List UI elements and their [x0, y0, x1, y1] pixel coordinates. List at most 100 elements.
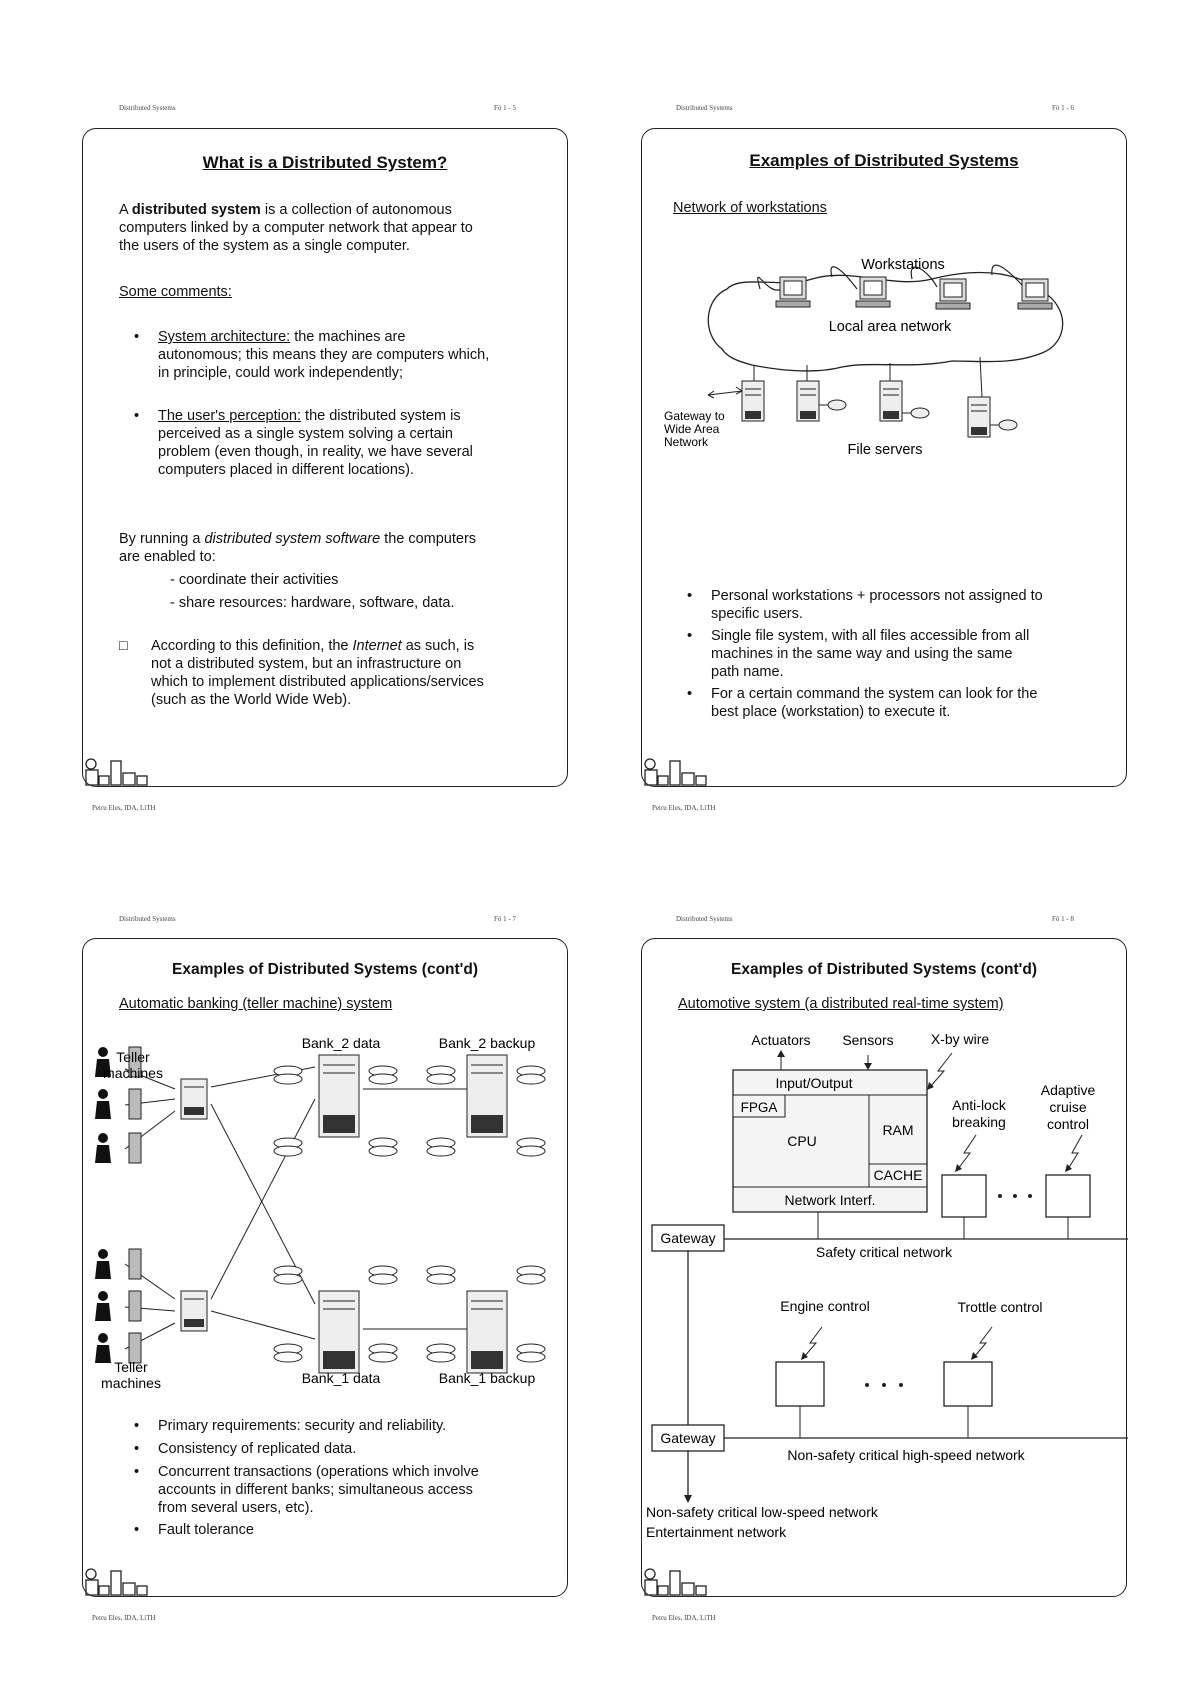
lowspeed-network-label: Non-safety critical low-speed network	[646, 1504, 879, 1520]
io-label: Input/Output	[775, 1075, 852, 1091]
slide1-title: What is a Distributed System?	[202, 153, 448, 172]
automotive-diagram: Actuators Sensors X-by wire Input/Output…	[646, 1031, 1128, 1540]
bank1-backup-server-icon	[466, 1290, 508, 1374]
slide2-bullet: •Single file system, with all files acce…	[687, 628, 1030, 680]
page4-header-right: Fö 1 - 8	[1052, 915, 1074, 923]
cpu-label: CPU	[787, 1133, 817, 1149]
running-software-line2: are enabled to:	[119, 549, 216, 565]
bank1-backup-label: Bank_1 backup	[439, 1370, 536, 1386]
slide2-bullet: •Personal workstations + processors not …	[687, 588, 1043, 622]
teller-bottom-label-line2: machines	[101, 1375, 161, 1391]
slide-examples-banking: Examples of Distributed Systems (cont'd)…	[82, 938, 568, 1597]
sensors-label: Sensors	[842, 1032, 893, 1048]
slide3-subtitle: Automatic banking (teller machine) syste…	[119, 996, 393, 1012]
page3-header-right: Fö 1 - 7	[494, 915, 516, 923]
page1-header-right: Fö 1 - 5	[494, 104, 516, 112]
teller-icon	[95, 1290, 142, 1322]
gateway2-label: Gateway	[660, 1430, 715, 1446]
workstation-icon	[855, 276, 891, 308]
teller-icon	[95, 1332, 142, 1364]
server-icon	[796, 380, 820, 422]
gateway-label-line2: Wide Area	[664, 422, 720, 436]
lith-logo	[85, 1568, 148, 1596]
workstation-icon	[1017, 278, 1053, 310]
gateway-label-line3: Network	[664, 435, 709, 449]
page3-footer: Petru Eles, IDA, LiTH	[92, 1614, 156, 1622]
trottle-control-label: Trottle control	[957, 1299, 1042, 1315]
slide-examples-workstations: Examples of Distributed Systems Network …	[641, 128, 1127, 787]
bank2-backup-label: Bank_2 backup	[439, 1035, 536, 1051]
slide-what-is-distributed-system: What is a Distributed System? A distribu…	[82, 128, 568, 787]
gateway1-box	[651, 1224, 725, 1252]
acc-label-line1: Adaptive	[1041, 1082, 1096, 1098]
ecu-block	[732, 1069, 928, 1213]
teller-icon	[95, 1132, 142, 1164]
cache-label: CACHE	[873, 1167, 922, 1183]
slide2-subtitle: Network of workstations	[673, 200, 827, 216]
lith-logo	[644, 1568, 707, 1596]
note-marker: □	[119, 638, 128, 654]
bullet-user-perception: •The user's perception: the distributed …	[134, 408, 473, 478]
slide-examples-automotive: Examples of Distributed Systems (cont'd)…	[641, 938, 1128, 1597]
trottle-node	[943, 1361, 993, 1407]
slide2-title: Examples of Distributed Systems	[749, 151, 1019, 170]
slide3-bullet: •Consistency of replicated data.	[134, 1441, 357, 1457]
slide4-subtitle: Automotive system (a distributed real-ti…	[678, 996, 1004, 1012]
lan-label: Local area network	[829, 319, 952, 335]
lith-logo	[85, 758, 148, 786]
fpga-label: FPGA	[741, 1100, 778, 1115]
slide3-bullet: •Concurrent transactions (operations whi…	[134, 1464, 479, 1516]
bank1-data-server-icon	[318, 1290, 360, 1374]
cruise-node	[1045, 1174, 1091, 1218]
server-icon	[741, 380, 765, 422]
teller-bottom-label-line1: Teller	[114, 1359, 148, 1375]
engine-node	[775, 1361, 825, 1407]
gateway-label-line1: Gateway to	[664, 409, 725, 423]
server-icon	[879, 380, 903, 422]
workstation-network-diagram: Workstations Local area network Gateway …	[664, 257, 1064, 458]
entertainment-network-label: Entertainment network	[646, 1524, 787, 1540]
page2-header-left: Distributed Systems	[676, 104, 733, 112]
teller-icon	[95, 1046, 142, 1078]
acc-label-line3: control	[1047, 1116, 1089, 1132]
ram-label: RAM	[882, 1122, 913, 1138]
banking-diagram: Bank_2 data Bank_2 backup Bank_1 data Ba…	[95, 1035, 546, 1391]
enabled-item: - share resources: hardware, software, d…	[170, 595, 455, 611]
page2-header-right: Fö 1 - 6	[1052, 104, 1074, 112]
xbywire-label: X-by wire	[931, 1031, 990, 1047]
antilock-label-line1: Anti-lock	[952, 1097, 1007, 1113]
slide4-title: Examples of Distributed Systems (cont'd)	[731, 961, 1037, 978]
page1-footer: Petru Eles, IDA, LiTH	[92, 804, 156, 812]
note-text: According to this definition, the Intern…	[151, 638, 484, 708]
slide3-bullet: •Primary requirements: security and reli…	[134, 1418, 447, 1434]
acc-label-line2: cruise	[1049, 1099, 1087, 1115]
safety-network-label: Safety critical network	[816, 1244, 953, 1260]
highspeed-network-label: Non-safety critical high-speed network	[787, 1447, 1025, 1463]
server-icon	[967, 396, 991, 438]
gateway1-label: Gateway	[660, 1230, 715, 1246]
bank1-data-label: Bank_1 data	[302, 1370, 381, 1386]
bank2-data-server-icon	[318, 1054, 360, 1138]
comments-label: Some comments:	[119, 284, 232, 300]
running-software-line1: By running a distributed system software…	[119, 531, 477, 547]
definition-line3: the users of the system as a single comp…	[119, 238, 410, 254]
slide3-bullet: •Fault tolerance	[134, 1522, 254, 1538]
netif-label: Network Interf.	[784, 1192, 875, 1208]
bank2-backup-server-icon	[466, 1054, 508, 1138]
branch-server-icon	[180, 1290, 208, 1332]
workstation-icon	[935, 278, 971, 310]
gateway2-box	[651, 1424, 725, 1452]
branch-server-icon	[180, 1078, 208, 1120]
antilock-label-line2: breaking	[952, 1114, 1006, 1130]
lith-logo	[644, 758, 707, 786]
page3-header-left: Distributed Systems	[119, 915, 176, 923]
file-servers-label: File servers	[848, 442, 923, 458]
workstation-icon	[775, 276, 811, 308]
actuators-label: Actuators	[751, 1032, 810, 1048]
teller-icon	[95, 1248, 142, 1280]
page2-footer: Petru Eles, IDA, LiTH	[652, 804, 716, 812]
bank2-data-label: Bank_2 data	[302, 1035, 381, 1051]
enabled-item: - coordinate their activities	[170, 572, 339, 588]
teller-top-label-line1: Teller	[116, 1049, 150, 1065]
definition-line1: A distributed system is a collection of …	[119, 202, 452, 218]
